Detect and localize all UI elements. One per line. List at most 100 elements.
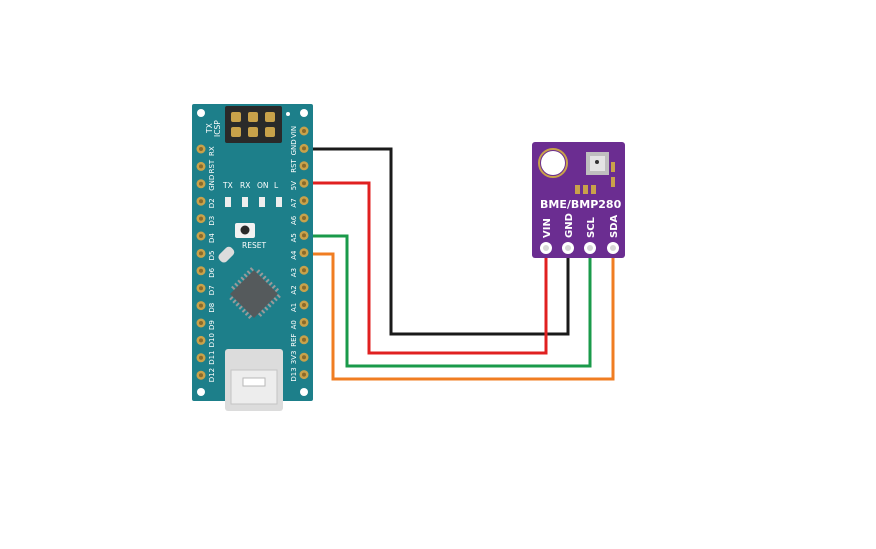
sensor-title: BME/BMP280 <box>540 198 622 211</box>
left-pin-label: D8 <box>208 303 216 313</box>
right-pin-label: A6 <box>290 215 298 225</box>
arduino-nano-board: ICSP TX RXRSTGNDD2D3D4D5D6D7D8D9D10D11D1… <box>192 104 313 411</box>
icsp-header <box>225 106 282 143</box>
left-pin-label: D5 <box>208 251 216 261</box>
right-pin-label: A4 <box>290 250 298 260</box>
chip-pin <box>276 294 281 299</box>
sensor-pin-label: VIN <box>542 218 553 238</box>
right-pin-hole <box>302 181 306 186</box>
left-pin-label: D7 <box>208 285 216 295</box>
right-pin-hole <box>302 372 306 377</box>
right-pin-hole <box>302 216 306 220</box>
left-pin-hole <box>199 164 203 169</box>
sensor-pin-hole <box>543 245 549 251</box>
microcontroller-chip <box>229 267 281 320</box>
led <box>242 197 248 207</box>
left-pin-label: GND <box>208 175 216 191</box>
right-pin-hole <box>302 129 306 133</box>
chip-pin <box>264 306 269 311</box>
right-pin-hole <box>302 198 306 203</box>
reset-button-cap <box>240 225 250 235</box>
sensor-mount-hole-ring <box>538 148 568 178</box>
wire-5v-vin <box>304 181 548 355</box>
chip-pin <box>249 267 254 272</box>
chip-pin <box>271 284 276 290</box>
left-pin-hole <box>199 147 203 151</box>
right-pin-label: A5 <box>290 233 298 242</box>
chip-pin <box>240 276 245 281</box>
sensor-pin-hole <box>610 245 616 251</box>
smd-component <box>611 177 615 187</box>
left-pin-label: RST <box>208 159 216 173</box>
chip-pin <box>261 309 266 314</box>
crystal <box>218 246 235 263</box>
left-pin-label: D11 <box>208 350 216 364</box>
left-pin-label: D6 <box>208 267 216 277</box>
right-pin-hole <box>302 337 306 342</box>
chip-pin <box>265 278 270 283</box>
left-pin-label: D4 <box>208 233 216 243</box>
wire-a4-sda <box>304 250 615 381</box>
right-pin-label: GND <box>290 139 298 155</box>
smd-component <box>583 185 588 194</box>
chip-pin <box>273 297 278 302</box>
chip-pin <box>267 303 272 308</box>
led-label: L <box>274 181 279 190</box>
left-pin-hole <box>199 321 203 325</box>
sensor-pin-hole <box>565 245 571 251</box>
chip-pin <box>257 312 263 317</box>
led <box>276 197 282 207</box>
left-pin-hole <box>199 216 203 221</box>
mount-hole <box>197 109 205 117</box>
chip-pin <box>270 300 275 305</box>
smd-component <box>591 185 596 194</box>
icsp-dot <box>286 112 290 116</box>
chip-pin <box>243 273 248 278</box>
usb-port <box>242 377 266 387</box>
sensor-pin-hole <box>587 245 593 251</box>
led-label: RX <box>240 181 250 190</box>
right-pin-label: A7 <box>290 198 298 207</box>
right-pin-label: 5V <box>290 181 298 190</box>
left-pin-hole <box>199 338 203 343</box>
left-pin-hole <box>199 303 203 308</box>
left-pin-hole <box>199 251 203 256</box>
sensor-mount-hole <box>541 151 565 175</box>
led-label: TX <box>222 181 233 190</box>
right-pin-label: A1 <box>290 303 298 312</box>
icsp-label: ICSP <box>213 120 222 137</box>
chip-pin <box>235 302 240 307</box>
tx-top-label: TX <box>205 123 214 134</box>
right-pin-hole <box>302 146 306 151</box>
sensor-pin-label: SCL <box>586 216 597 238</box>
right-pin-hole <box>302 320 306 325</box>
left-pin-label: D9 <box>208 320 216 330</box>
chip-pin <box>268 281 273 286</box>
left-pin-hole <box>199 234 203 238</box>
right-pin-hole <box>302 285 306 290</box>
left-pin-hole <box>199 355 203 360</box>
right-pin-label: REF <box>290 333 298 346</box>
left-pin-hole <box>199 373 203 378</box>
usb-connector-inner <box>230 369 278 405</box>
sensor-pin-label: GND <box>564 213 575 238</box>
right-pin-label: A0 <box>290 320 298 329</box>
right-pin-hole <box>302 250 306 255</box>
right-pin-label: 3V3 <box>290 350 298 364</box>
sensor-chip-hole <box>595 160 599 164</box>
chip-pin <box>237 279 242 284</box>
chip-pin <box>229 296 234 301</box>
right-pin-label: A2 <box>290 285 298 294</box>
right-pin-label: D13 <box>290 367 298 381</box>
left-pin-hole <box>199 268 203 273</box>
right-pin-label: RST <box>290 158 298 172</box>
chip-pin <box>241 308 246 313</box>
chip-pin <box>244 311 250 316</box>
right-pin-hole <box>302 268 306 273</box>
chip-pin <box>238 305 243 310</box>
